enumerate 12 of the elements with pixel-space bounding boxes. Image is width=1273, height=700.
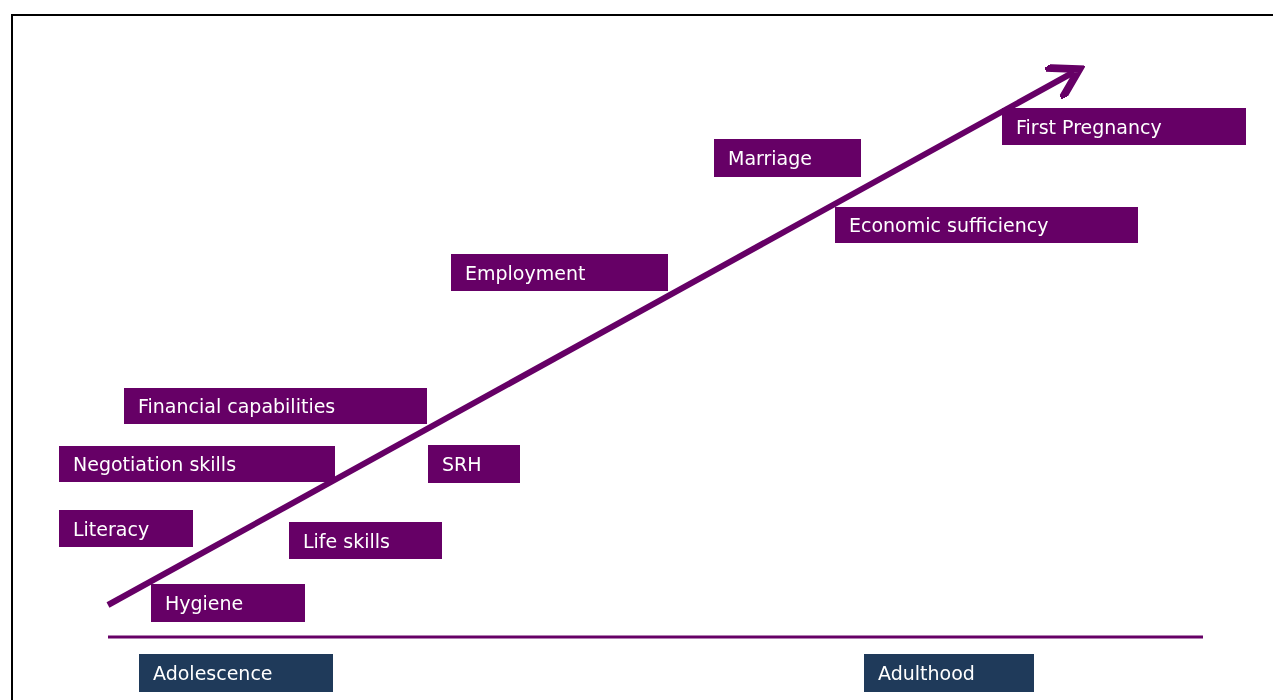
- milestone-label: Economic sufficiency: [835, 207, 1138, 243]
- milestone-label: Marriage: [714, 139, 861, 177]
- milestone-label: Employment: [451, 254, 668, 291]
- milestone-label: Financial capabilities: [124, 388, 427, 424]
- milestone-label: SRH: [428, 445, 520, 483]
- milestone-label: Life skills: [289, 522, 442, 559]
- milestone-label: Literacy: [59, 510, 193, 547]
- milestone-label: Negotiation skills: [59, 446, 335, 482]
- milestone-label: Hygiene: [151, 584, 305, 622]
- milestone-label: First Pregnancy: [1002, 108, 1246, 145]
- stage-label: Adulthood: [864, 654, 1034, 692]
- stage-label: Adolescence: [139, 654, 333, 692]
